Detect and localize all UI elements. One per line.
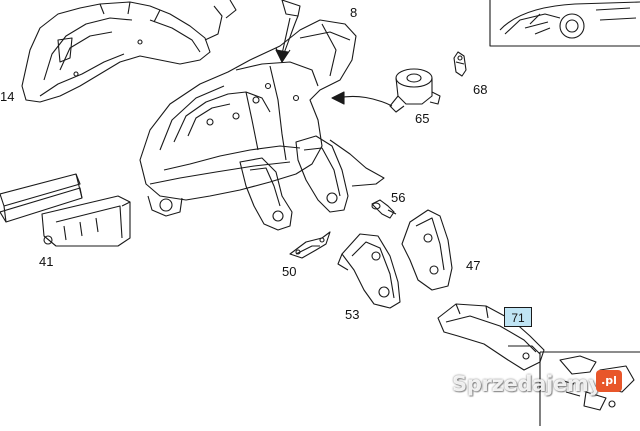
label-part-8: 8	[350, 5, 358, 20]
part-41-rails	[0, 173, 131, 247]
part-53-member	[337, 233, 401, 309]
label-part-71: 71	[511, 311, 525, 325]
label-part-50: 50	[282, 264, 297, 279]
label-part-47: 47	[466, 258, 481, 273]
part-47-bracket	[401, 209, 453, 291]
label-part-41: 41	[39, 254, 54, 269]
pointer-arrows	[275, 15, 393, 107]
part-50-bracket	[289, 231, 331, 259]
part-14-wheelhouse	[21, 0, 237, 103]
front-longitudinal-member	[239, 135, 385, 231]
watermark-logo: Sprzedajemy	[452, 372, 602, 396]
label-part-14: 14	[0, 89, 15, 104]
label-part-68: 68	[473, 82, 488, 97]
label-part-56: 56	[391, 190, 406, 205]
part-65-mount	[389, 68, 441, 113]
label-part-53: 53	[345, 307, 360, 322]
label-part-65: 65	[415, 111, 430, 126]
watermark-badge: .pl	[596, 370, 622, 392]
part-68-clip	[453, 51, 467, 77]
part-56-bolt	[371, 199, 397, 219]
inset-car-thumbnail	[489, 0, 640, 47]
callout-part-71: 71	[504, 307, 532, 327]
main-body-structure	[139, 19, 357, 217]
inset-detail-thumbnail	[539, 351, 640, 426]
